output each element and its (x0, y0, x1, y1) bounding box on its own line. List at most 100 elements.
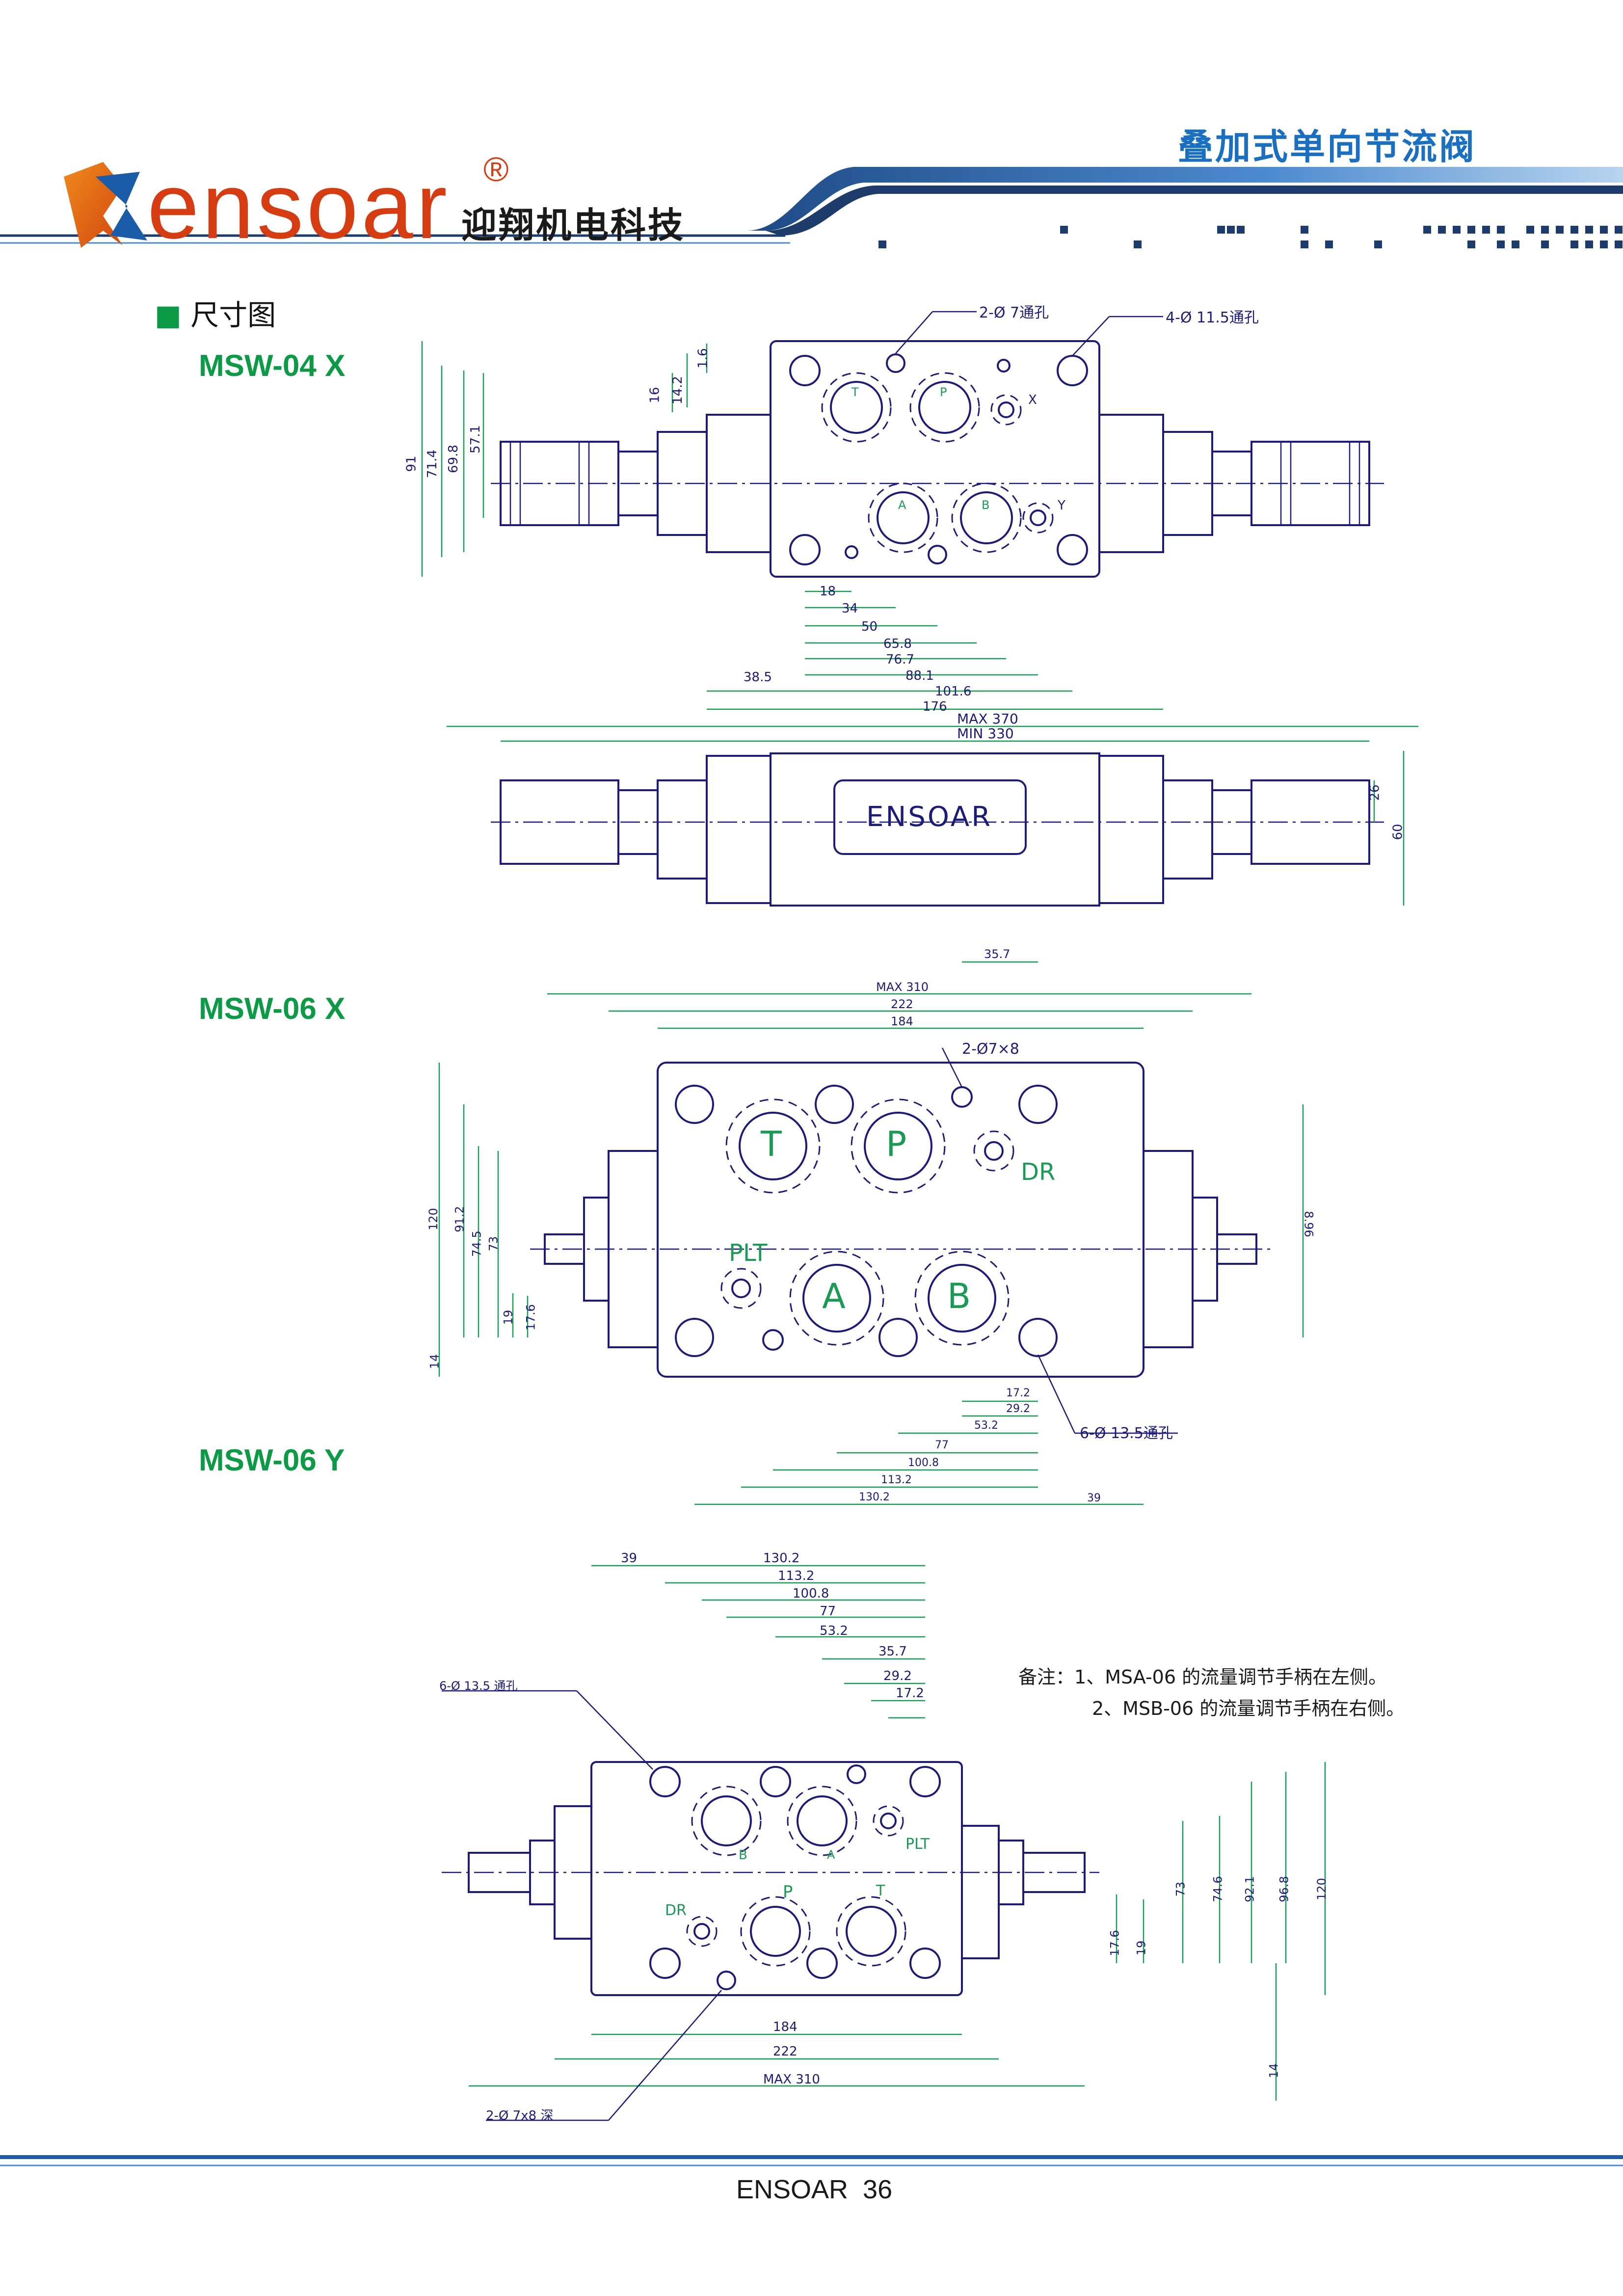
dim-06x-184: 184 (891, 1015, 913, 1028)
port-06y-A: A (827, 1848, 835, 1862)
dim-101-6: 101.6 (935, 684, 972, 699)
msw04x-callout-2holes: 2-Ø 7通孔 (979, 304, 1049, 321)
dim-06y-17-2: 17.2 (896, 1686, 924, 1701)
dim-57-1: 57.1 (468, 425, 483, 454)
dim-06x-17-6: 17.6 (524, 1304, 538, 1331)
dim-06x-73: 73 (486, 1236, 501, 1252)
dim-06x-113-2: 113.2 (881, 1474, 912, 1486)
dim-06x-14: 14 (427, 1354, 442, 1369)
dim-06y-53-2: 53.2 (820, 1624, 848, 1638)
dim-06y-35-7: 35.7 (878, 1644, 907, 1659)
dim-06x-holes: 6-Ø 13.5通孔 (1080, 1425, 1173, 1442)
dim-06x-130-2: 130.2 (859, 1491, 890, 1503)
dim-06y-max310: MAX 310 (763, 2072, 820, 2087)
model-label-msw06x: MSW-06 X (199, 992, 346, 1026)
dim-06y-184: 184 (773, 2020, 798, 2034)
dim-88-1: 88.1 (905, 668, 934, 683)
dim-06x-8-96: 8.96 (1302, 1211, 1316, 1237)
port-06x-B: B (947, 1276, 971, 1316)
dim-min-330: MIN 330 (957, 725, 1014, 742)
dim-06y-29-2: 29.2 (883, 1669, 912, 1683)
dim-06x-91-2: 91.2 (452, 1206, 467, 1232)
dim-06y-113-2: 113.2 (778, 1569, 815, 1583)
footer-rule (0, 2155, 1623, 2166)
port-label-B: B (982, 498, 990, 512)
logo-wordmark: ensoar (147, 160, 450, 253)
dim-06y-14: 14 (1267, 2063, 1281, 2079)
decor-pixels (878, 226, 1623, 248)
notes: 备注：1、MSA-06 的流量调节手柄在左侧。 2、MSB-06 的流量调节手柄… (1018, 1661, 1405, 1724)
footer-page-number: ENSOAR 36 (736, 2175, 893, 2204)
section-bullet: ■ (155, 298, 182, 332)
dim-06x-max310: MAX 310 (876, 980, 929, 994)
port-label-X: X (1028, 393, 1037, 407)
port-label-P: P (940, 385, 947, 399)
msw04x-callout-4holes: 4-Ø 11.5通孔 (1166, 309, 1259, 326)
dim-76-7: 76.7 (886, 652, 914, 667)
note-1: 1、MSA-06 的流量调节手柄在左侧。 (1074, 1666, 1387, 1688)
port-06x-P: P (886, 1124, 907, 1164)
port-06x-PLT: PLT (729, 1239, 768, 1267)
dim-16: 16 (647, 387, 663, 403)
dim-max-370: MAX 370 (957, 711, 1018, 727)
dim-06x-39: 39 (1087, 1492, 1101, 1504)
model-label-msw06y: MSW-06 Y (199, 1443, 345, 1477)
dim-1-6: 1.6 (695, 348, 711, 369)
dim-06y-73: 73 (1173, 1881, 1188, 1897)
dim-60: 60 (1390, 824, 1406, 840)
dim-06x-17-2: 17.2 (1006, 1387, 1030, 1399)
notes-label: 备注： (1018, 1666, 1075, 1688)
dim-71-4: 71.4 (425, 450, 440, 478)
note-2: 2、MSB-06 的流量调节手柄在右侧。 (1092, 1698, 1405, 1719)
dim-14-2: 14.2 (670, 376, 685, 404)
nameplate-label: ENSOAR (866, 801, 993, 833)
dim-06x-74-5: 74.5 (470, 1230, 484, 1257)
company-name-cn: 迎翔机电科技 (461, 205, 686, 246)
section-title-text: 尺寸图 (190, 298, 276, 332)
product-title: 叠加式单向节流阀 (1178, 126, 1477, 167)
port-06y-T: T (876, 1882, 885, 1899)
port-label-T: T (851, 385, 859, 399)
dim-06x-77: 77 (935, 1439, 949, 1451)
msw04x-plan-drawing (421, 311, 1384, 710)
dim-06x-53-2: 53.2 (974, 1419, 998, 1432)
dim-06y-92-1: 92.1 (1243, 1876, 1257, 1902)
dim-06y-holes: 6-Ø 13.5 通孔 (439, 1679, 518, 1693)
dim-06x-2holes: 2-Ø7×8 (962, 1041, 1019, 1058)
section-title: ■ 尺寸图 (155, 292, 276, 333)
dim-06x-35-7: 35.7 (984, 947, 1011, 961)
dim-06y-77: 77 (820, 1604, 836, 1619)
ensoar-logo-mark (64, 162, 147, 248)
dim-06y-130-2: 130.2 (763, 1551, 800, 1566)
dim-06y-blind-holes: 2-Ø 7x8 深 (486, 2109, 554, 2123)
port-06y-DR: DR (665, 1902, 687, 1919)
dim-38-5: 38.5 (744, 670, 772, 685)
dim-91: 91 (404, 455, 419, 472)
dim-50: 50 (861, 619, 878, 634)
dim-06x-222: 222 (891, 997, 913, 1011)
dim-06y-74-6: 74.6 (1211, 1876, 1225, 1902)
port-06x-T: T (761, 1124, 782, 1164)
port-06y-PLT: PLT (905, 1836, 930, 1853)
dim-06y-17-6: 17.6 (1108, 1930, 1122, 1956)
model-label-msw04x: MSW-04 X (199, 349, 346, 383)
dim-06y-120: 120 (1314, 1878, 1329, 1900)
msw06x-plan-drawing (438, 961, 1304, 1505)
dim-65-8: 65.8 (883, 637, 912, 651)
dim-176: 176 (923, 699, 947, 714)
dim-06x-19: 19 (501, 1309, 515, 1325)
dim-06x-100-8: 100.8 (908, 1457, 939, 1469)
msw04x-side-drawing (447, 725, 1418, 907)
dim-06y-39: 39 (621, 1551, 638, 1566)
registered-mark: ® (483, 150, 509, 188)
port-label-Y: Y (1058, 498, 1065, 513)
msw06y-plan-drawing (442, 1565, 1326, 2121)
dim-06y-222: 222 (773, 2044, 798, 2059)
port-label-A: A (898, 498, 906, 512)
dim-06y-19: 19 (1134, 1940, 1148, 1956)
dim-06x-29-2: 29.2 (1006, 1403, 1030, 1415)
port-06x-DR: DR (1021, 1158, 1056, 1186)
dim-06x-120: 120 (426, 1208, 440, 1230)
